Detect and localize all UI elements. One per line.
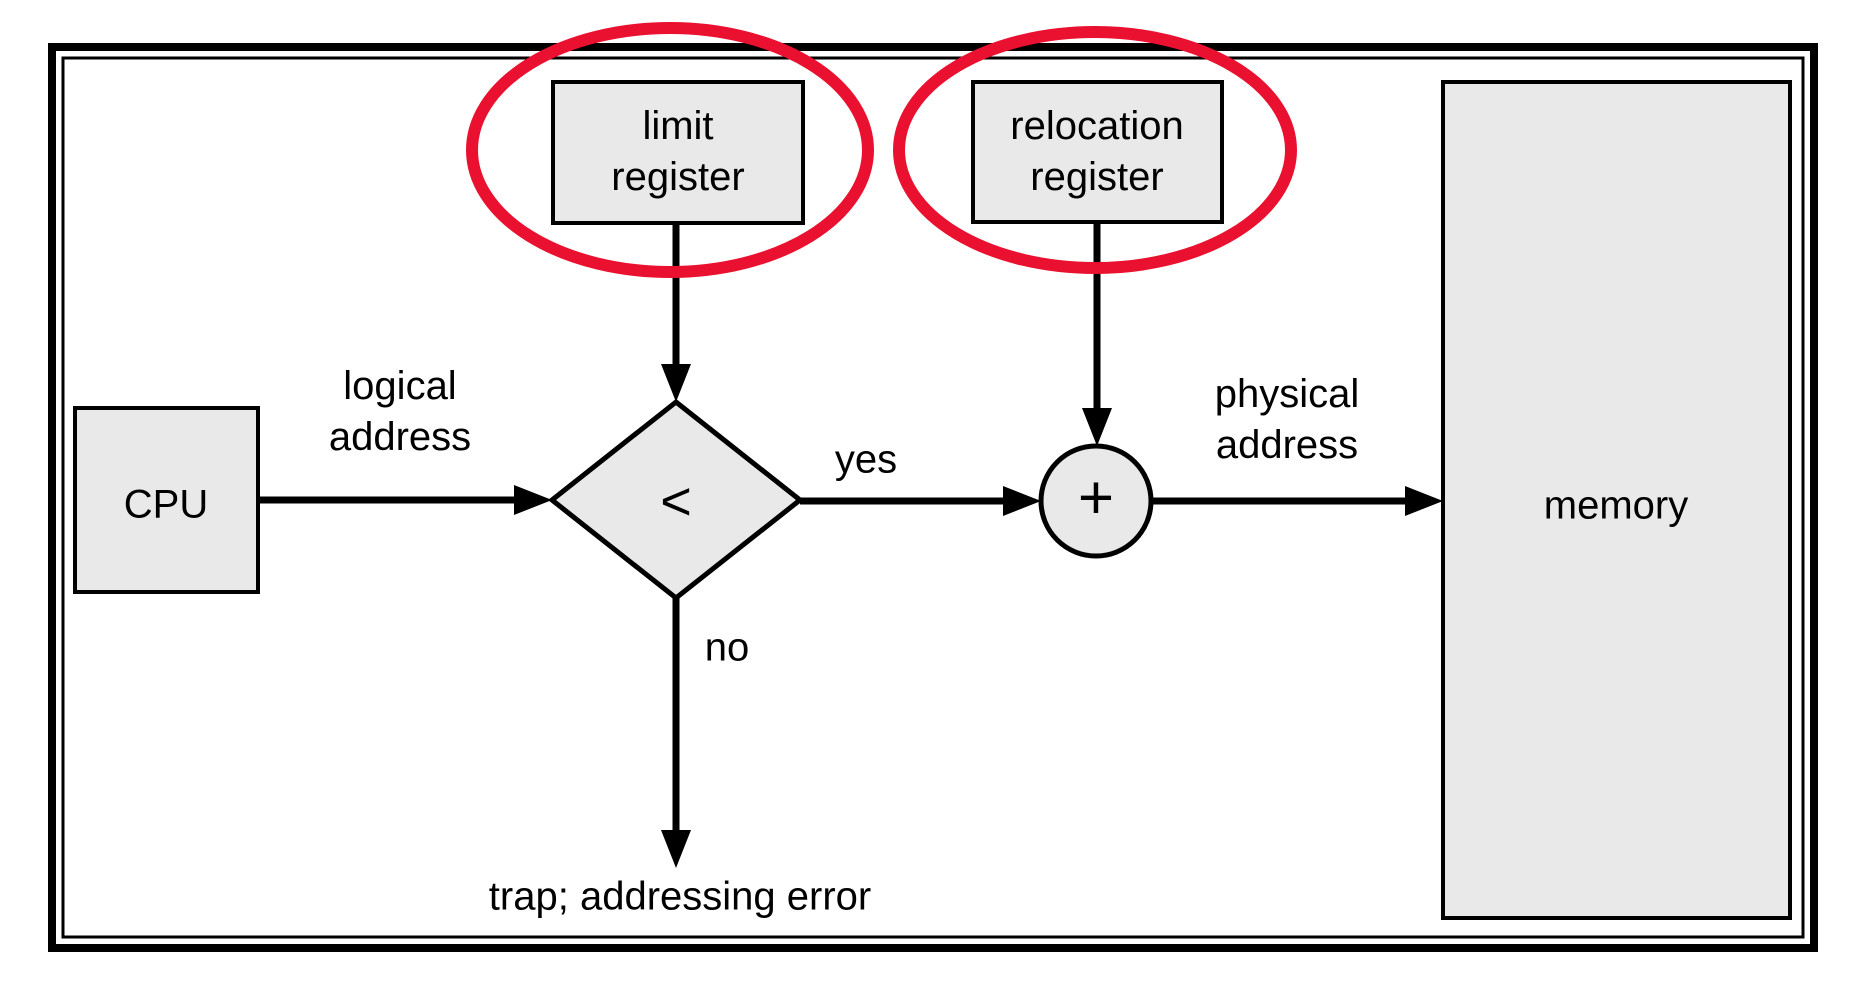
arrow-relocation-to-adder (1082, 222, 1112, 446)
no-label: no (704, 625, 750, 670)
trap-label: trap; addressing error (488, 874, 872, 919)
arrow-limit-to-comparator (661, 223, 691, 402)
arrow-comparator-to-trap (661, 598, 691, 868)
arrow-comparator-to-adder (800, 486, 1041, 516)
arrowhead-icon (514, 485, 552, 515)
arrowhead-icon (1082, 408, 1112, 446)
cpu-label: CPU (123, 482, 209, 527)
frame-outer-border (48, 43, 1818, 952)
highlight-ellipse-limit-register (466, 22, 874, 278)
arrow-adder-to-memory (1151, 486, 1443, 516)
yes-label: yes (834, 437, 898, 482)
relocation-register-label: relocation register (1010, 104, 1184, 199)
limit-register-label: limit register (611, 104, 745, 199)
relocation-register-box (971, 80, 1224, 224)
memory-label: memory (1543, 483, 1689, 528)
arrowhead-icon (1405, 486, 1443, 516)
arrowhead-icon (661, 830, 691, 868)
physical-address-label: physical address (1214, 372, 1360, 467)
memory-box (1441, 80, 1792, 920)
arrowhead-icon (661, 364, 691, 402)
adder-label: + (1077, 463, 1115, 533)
arrow-cpu-to-comparator (258, 485, 552, 515)
comparator-label: < (660, 471, 692, 532)
logical-address-label: logical address (328, 364, 472, 459)
arrowhead-icon (1003, 486, 1041, 516)
frame-inner-border (61, 56, 1805, 939)
highlight-ellipse-relocation-register (893, 26, 1297, 274)
